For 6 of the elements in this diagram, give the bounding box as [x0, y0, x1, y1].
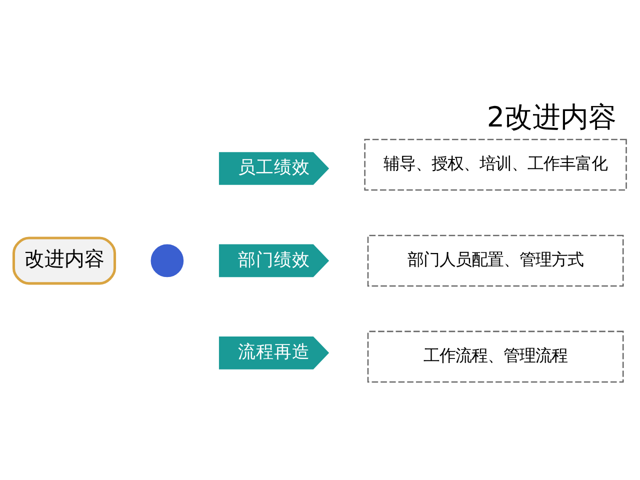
node-box: 辅导、授权、培训、工作丰富化: [364, 138, 627, 190]
node-box: 工作流程、管理流程: [367, 330, 624, 382]
node-box: 部门人员配置、管理方式: [367, 234, 624, 286]
node-box: 改进内容: [12, 236, 116, 284]
diagram-title: 2改进内容: [486, 100, 617, 133]
node-circle: [150, 244, 184, 277]
